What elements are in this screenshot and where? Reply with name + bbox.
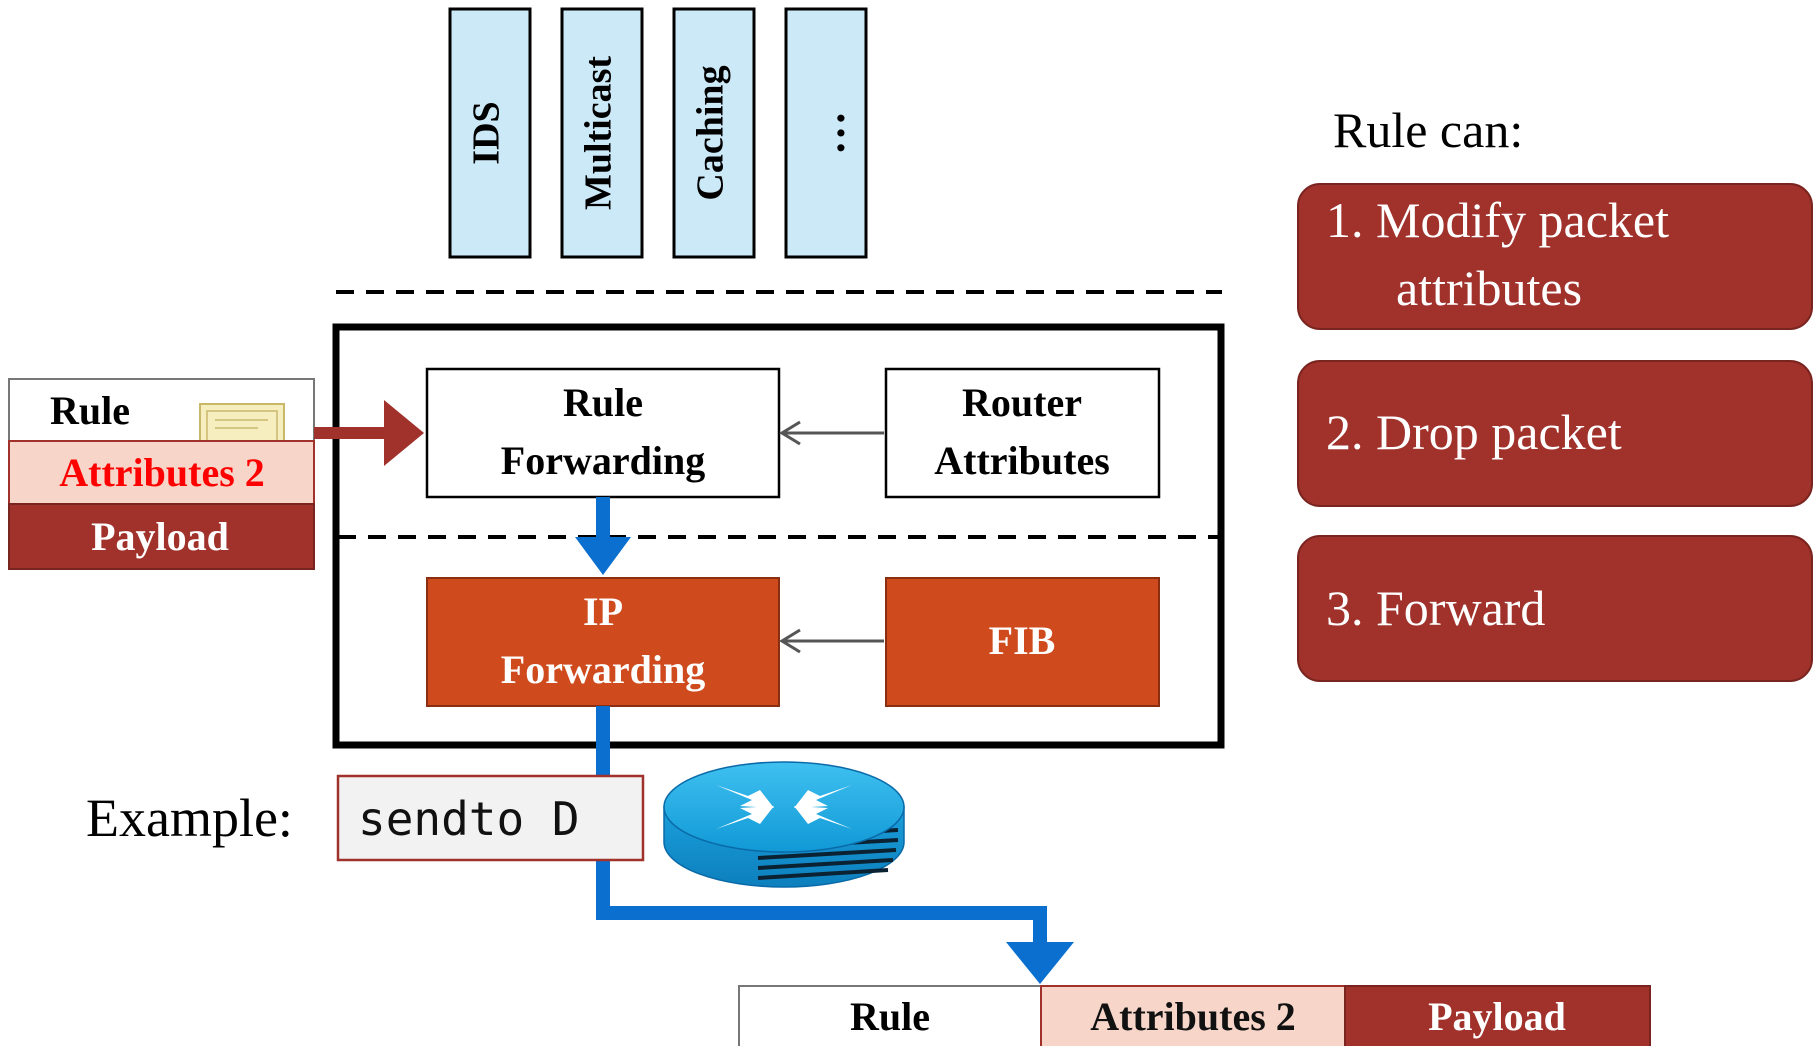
rule-can-item-forward-line1: 3. Forward — [1326, 580, 1545, 636]
app-box-caching: Caching — [672, 7, 756, 259]
rule-can-item-modify-line2: attributes — [1396, 260, 1582, 316]
app-box-multicast: Multicast — [560, 7, 644, 259]
packet-in-attributes-cell — [8, 440, 315, 505]
rule-can-item-modify: 1. Modify packet attributes — [1297, 183, 1813, 330]
packet-out-rule-cell — [738, 985, 1042, 1046]
packet-out-payload-cell — [1344, 985, 1651, 1046]
rule-can-item-drop: 2. Drop packet — [1297, 360, 1813, 507]
rule-forwarding-line2: Forwarding — [501, 438, 705, 483]
rule-can-item-modify-line1: 1. Modify packet — [1326, 192, 1669, 248]
rule-can-item-forward: 3. Forward — [1297, 535, 1813, 682]
ip-forwarding-line1: IP — [583, 589, 623, 634]
rule-can-title: Rule can: — [1333, 102, 1523, 158]
ip-forwarding-box: IP Forwarding — [426, 577, 780, 707]
packet-out-attributes-cell — [1040, 985, 1346, 1046]
packet-out-rule-label: Rule — [850, 994, 930, 1039]
router-frame — [332, 323, 1225, 749]
example-code: sendto D — [358, 792, 580, 846]
ip-forwarding-line2: Forwarding — [501, 647, 705, 692]
arrow-fib-to-ip-forwarding — [779, 628, 884, 654]
packet-out-payload-label: Payload — [1428, 994, 1566, 1039]
app-box-ids: IDS — [448, 7, 532, 259]
app-label-more: … — [805, 111, 854, 155]
example-label: Example: — [86, 788, 293, 848]
router-icon — [663, 761, 905, 888]
rule-can-item-drop-line1: 2. Drop packet — [1326, 404, 1622, 460]
app-label-ids: IDS — [466, 101, 508, 164]
example-code-box: sendto D — [336, 774, 645, 862]
packet-in-rule-label: Rule — [50, 388, 130, 433]
router-attributes-line2: Attributes — [934, 438, 1110, 483]
app-label-caching: Caching — [690, 65, 732, 200]
packet-in: Rule Attributes 2 Payload — [8, 378, 315, 570]
fib-label: FIB — [989, 618, 1056, 663]
fib-box: FIB — [885, 577, 1160, 707]
router-attributes-box: Router Attributes — [884, 367, 1161, 499]
packet-in-payload-label: Payload — [91, 514, 229, 559]
router-attributes-line1: Router — [962, 380, 1082, 425]
app-box-more: … — [784, 7, 868, 259]
rule-forwarding-box: Rule Forwarding — [425, 367, 781, 499]
app-label-multicast: Multicast — [578, 56, 620, 210]
packet-out: Rule Attributes 2 Payload — [738, 985, 1651, 1046]
packet-in-attributes-label: Attributes 2 — [59, 450, 265, 495]
arrow-attributes-to-rule-forwarding — [779, 420, 884, 446]
packet-in-payload-cell — [8, 503, 315, 570]
arrow-rule-to-ip-forwarding — [575, 497, 631, 575]
packet-out-attributes-label: Attributes 2 — [1090, 994, 1296, 1039]
rule-forwarding-line1: Rule — [563, 380, 643, 425]
arrow-packet-to-rule-forwarding — [314, 400, 424, 466]
